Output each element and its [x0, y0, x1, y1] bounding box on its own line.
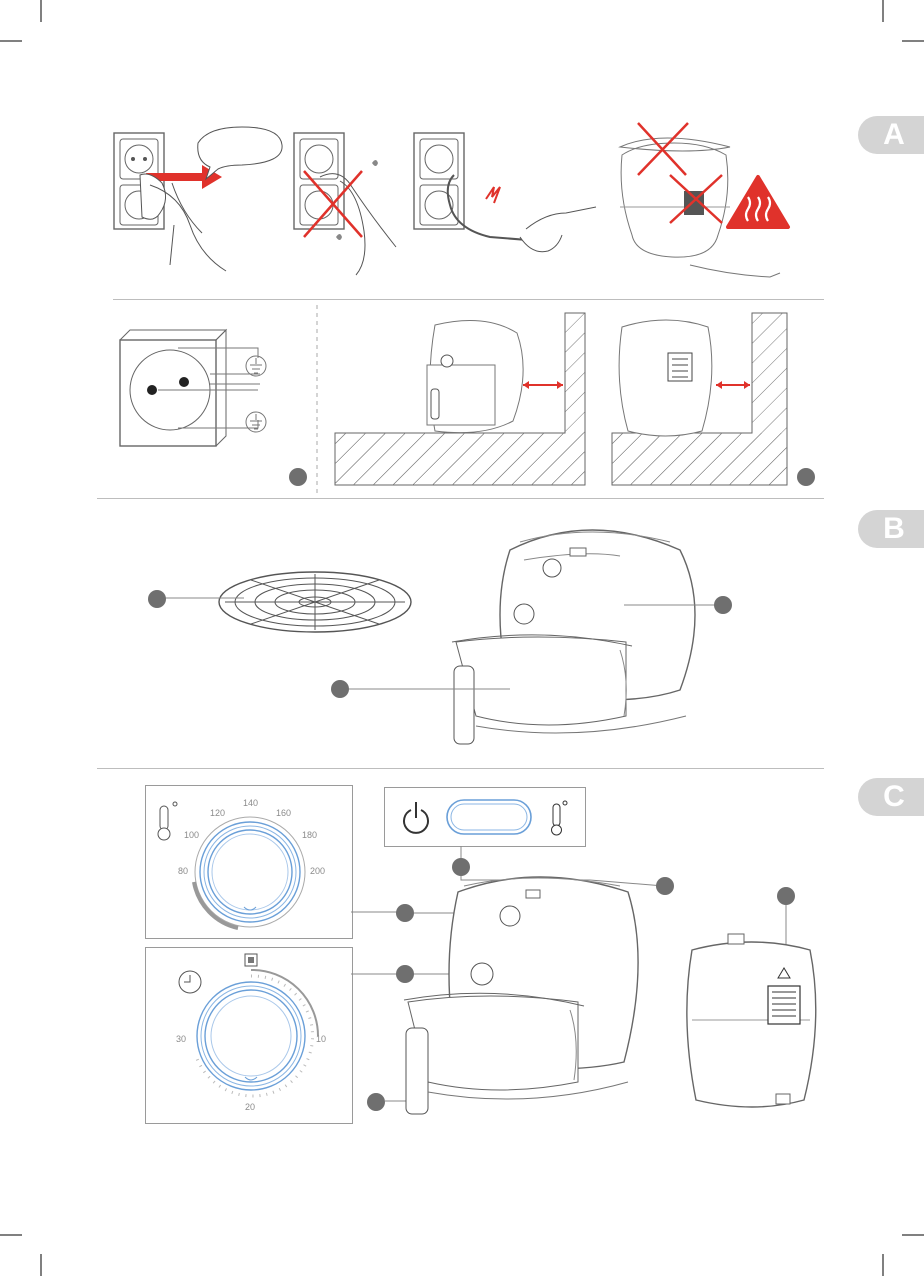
bullet-lid: [656, 877, 674, 895]
bullet-air-outlet: [777, 887, 795, 905]
air-fryer-front-labeled: [398, 870, 648, 1130]
air-fryer-rear-illustration: [680, 930, 830, 1120]
bullet-handle: [367, 1093, 385, 1111]
